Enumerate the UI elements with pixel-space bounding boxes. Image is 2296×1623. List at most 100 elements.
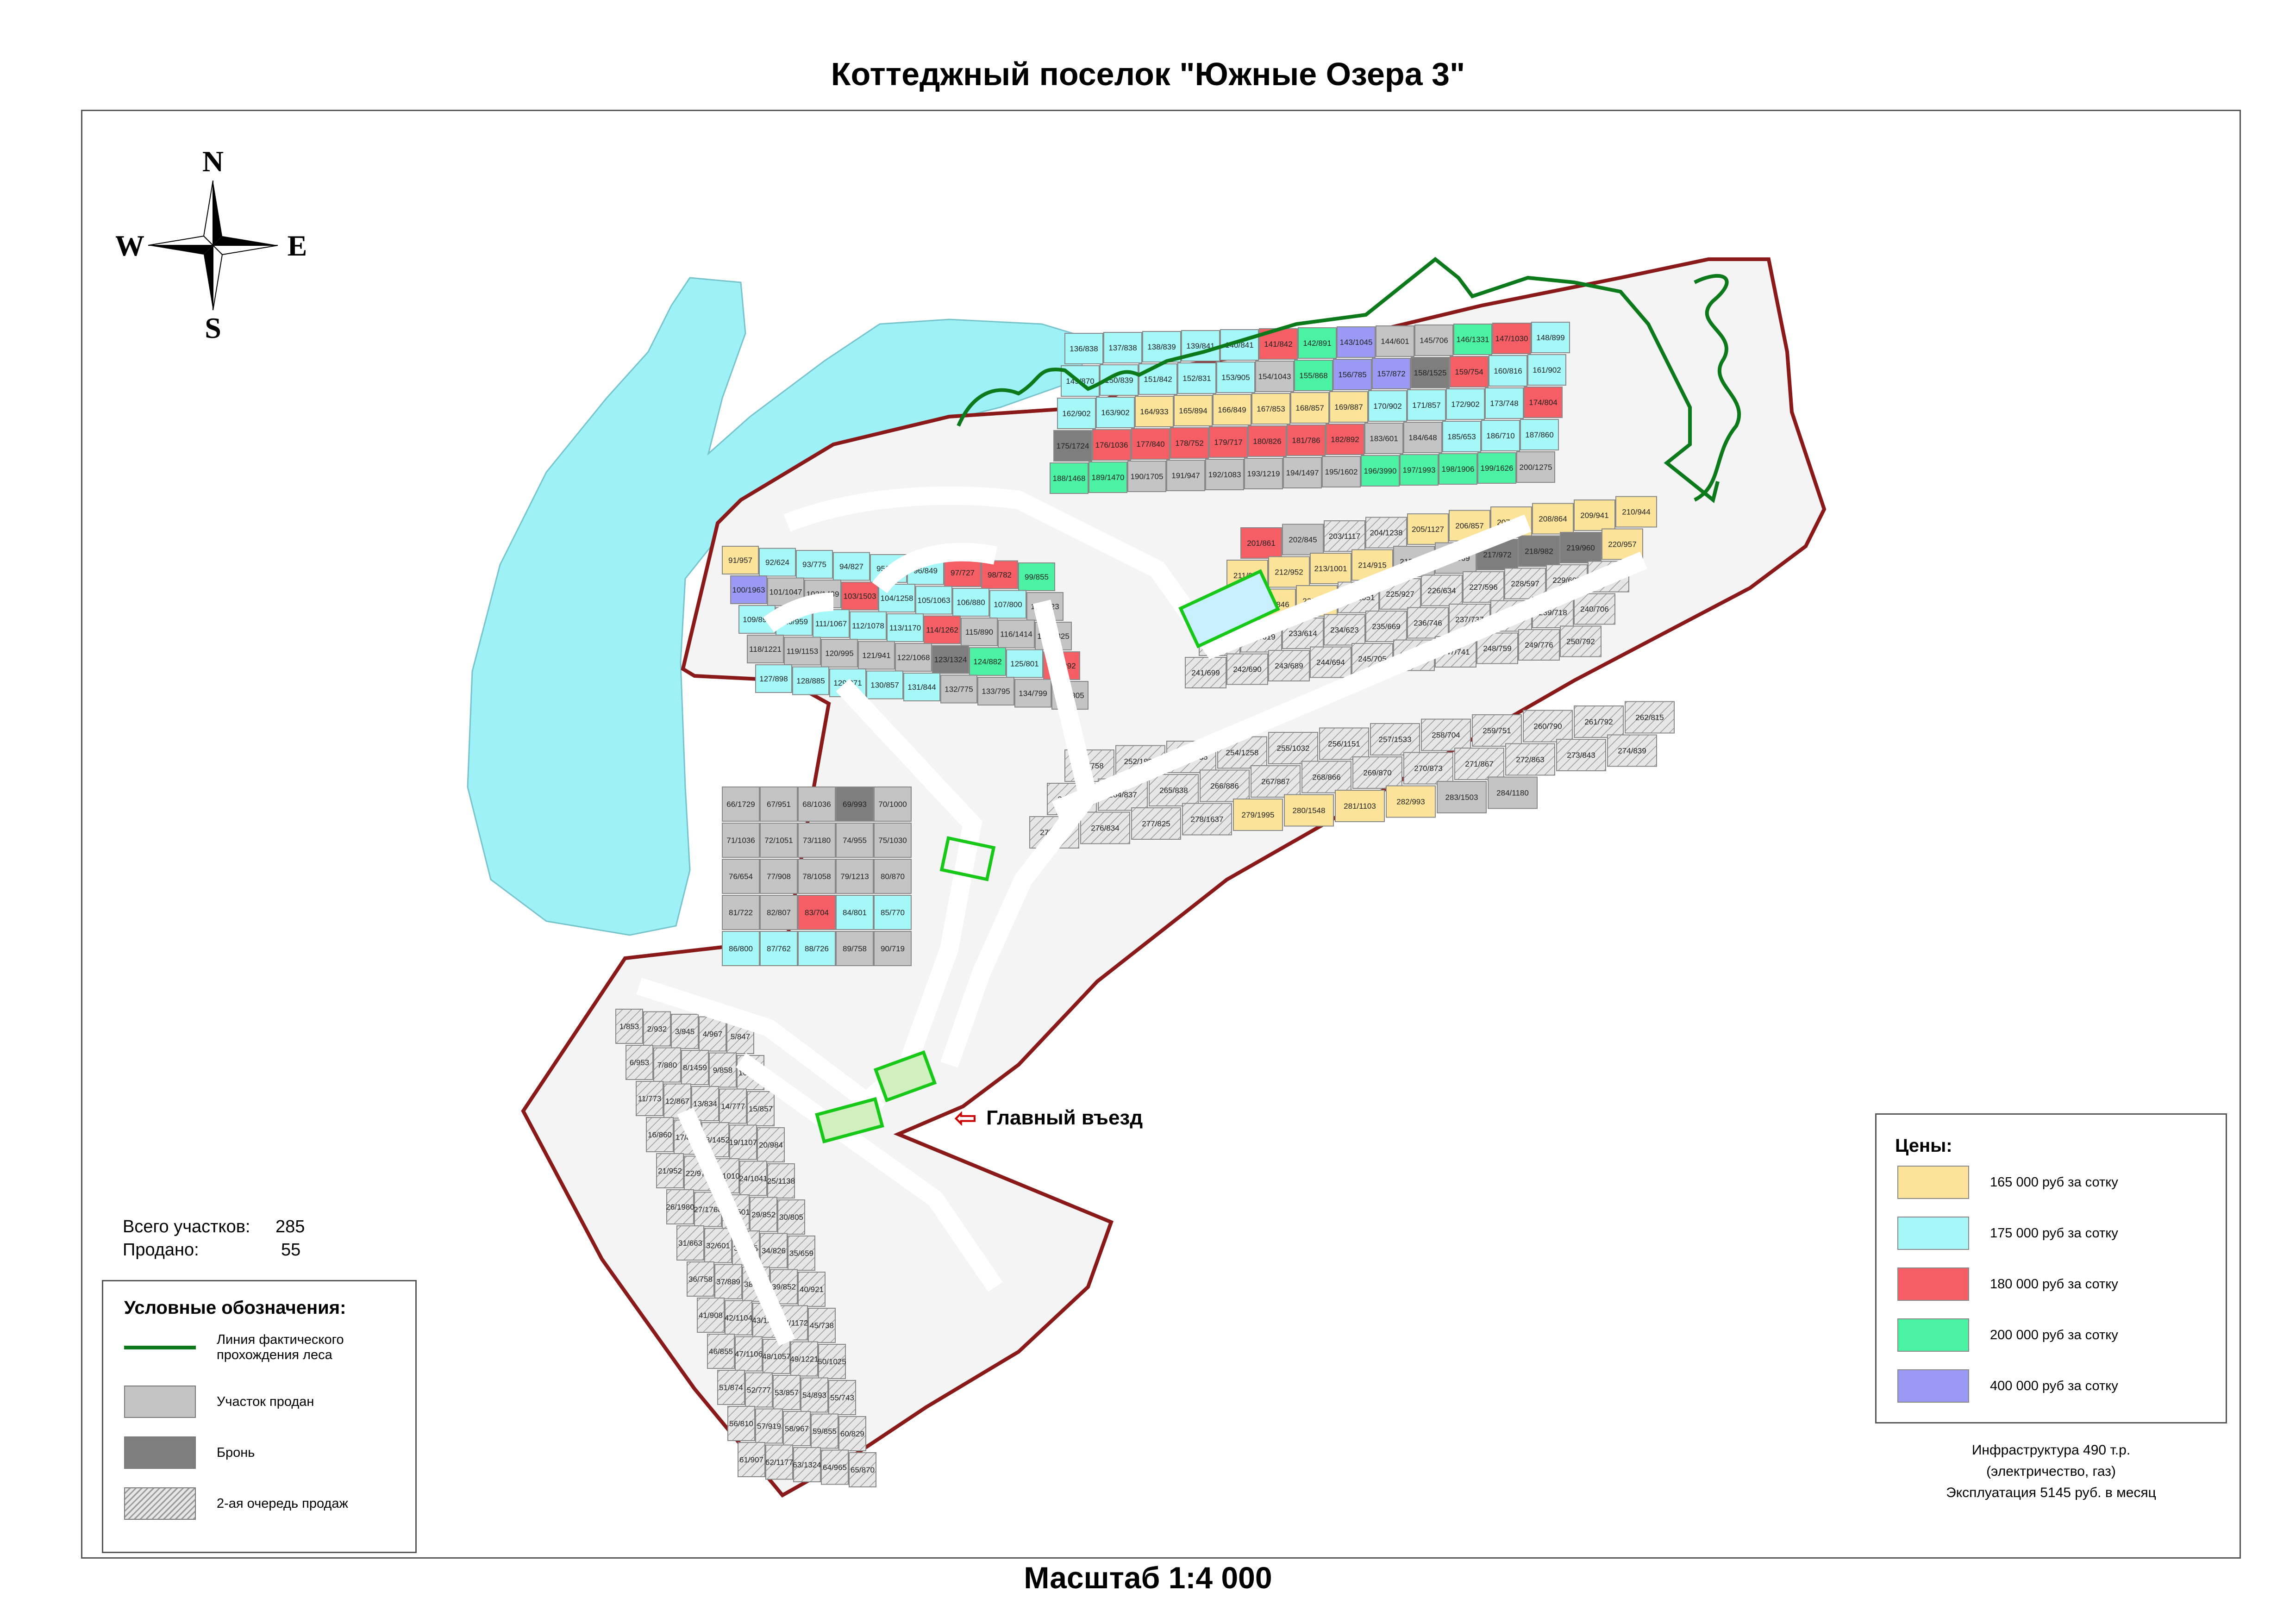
lot-19[interactable]: 19/1107 — [729, 1124, 757, 1160]
lot-shape[interactable] — [1268, 732, 1318, 764]
lot-254[interactable]: 254/1258 — [1217, 736, 1267, 769]
lot-120[interactable]: 120/995 — [821, 639, 858, 668]
lot-shape[interactable] — [833, 552, 870, 581]
lot-205[interactable]: 205/1127 — [1407, 513, 1449, 545]
lot-138[interactable]: 138/839 — [1142, 331, 1181, 362]
lot-shape[interactable] — [1421, 574, 1463, 606]
lot-78[interactable]: 78/1058 — [798, 859, 836, 894]
lot-shape[interactable] — [1226, 653, 1268, 685]
lot-shape[interactable] — [944, 558, 981, 587]
lot-152[interactable]: 152/831 — [1177, 362, 1216, 394]
lot-shape[interactable] — [1290, 392, 1329, 424]
lot-shape[interactable] — [1453, 324, 1492, 355]
lot-249[interactable]: 249/776 — [1518, 629, 1560, 661]
lot-187[interactable]: 187/860 — [1520, 419, 1559, 450]
lot-shape[interactable] — [722, 931, 760, 966]
lot-shape[interactable] — [903, 673, 940, 701]
lot-262[interactable]: 262/815 — [1625, 701, 1675, 734]
lot-198[interactable]: 198/1906 — [1439, 453, 1477, 485]
lot-51[interactable]: 51/874 — [717, 1370, 745, 1405]
lot-shape[interactable] — [714, 1264, 742, 1299]
lot-shape[interactable] — [656, 1153, 684, 1188]
lot-shape[interactable] — [1089, 462, 1127, 493]
lot-shape[interactable] — [747, 1091, 775, 1126]
lot-shape[interactable] — [722, 859, 760, 894]
lot-65[interactable]: 65/870 — [849, 1452, 876, 1487]
lot-228[interactable]: 228/597 — [1504, 568, 1546, 599]
lot-shape[interactable] — [1322, 456, 1361, 487]
lot-shape[interactable] — [1294, 360, 1333, 391]
lot-21[interactable]: 21/952 — [656, 1153, 684, 1188]
lot-shape[interactable] — [1531, 322, 1570, 353]
lot-188[interactable]: 188/1468 — [1050, 462, 1089, 494]
lot-153[interactable]: 153/905 — [1216, 362, 1255, 393]
lot-97[interactable]: 97/727 — [944, 558, 981, 587]
lot-shape[interactable] — [808, 1308, 836, 1343]
lot-63[interactable]: 63/1324 — [793, 1447, 821, 1482]
lot-16[interactable]: 16/860 — [646, 1117, 674, 1152]
lot-shape[interactable] — [796, 550, 833, 579]
lot-shape[interactable] — [1437, 781, 1487, 813]
lot-shape[interactable] — [1053, 430, 1092, 462]
lot-128[interactable]: 128/885 — [792, 666, 829, 695]
lot-shape[interactable] — [841, 581, 878, 611]
lot-170[interactable]: 170/902 — [1368, 390, 1407, 422]
lot-162[interactable]: 162/902 — [1057, 398, 1096, 429]
lot-209[interactable]: 209/941 — [1574, 499, 1615, 531]
lot-shape[interactable] — [1324, 520, 1365, 552]
lot-283[interactable]: 283/1503 — [1437, 781, 1487, 813]
lot-161[interactable]: 161/902 — [1527, 354, 1566, 386]
lot-shape[interactable] — [793, 1447, 821, 1482]
lot-244[interactable]: 244/694 — [1310, 646, 1351, 678]
lot-186[interactable]: 186/710 — [1481, 420, 1520, 451]
lot-175[interactable]: 175/1724 — [1053, 430, 1092, 462]
lot-61[interactable]: 61/907 — [738, 1442, 765, 1477]
lot-83[interactable]: 83/704 — [798, 895, 836, 930]
lot-64[interactable]: 64/965 — [821, 1449, 849, 1485]
lot-172[interactable]: 172/902 — [1446, 388, 1485, 420]
lot-shape[interactable] — [1333, 359, 1372, 390]
lot-147[interactable]: 147/1030 — [1492, 323, 1531, 354]
lot-192[interactable]: 192/1083 — [1205, 459, 1244, 490]
lot-142[interactable]: 142/891 — [1298, 327, 1337, 359]
lot-shape[interactable] — [1080, 812, 1130, 844]
lot-shape[interactable] — [1481, 420, 1520, 451]
lot-100[interactable]: 100/1963 — [730, 575, 767, 604]
lot-shape[interactable] — [1268, 650, 1310, 681]
lot-shape[interactable] — [1489, 355, 1527, 387]
lot-85[interactable]: 85/770 — [874, 895, 912, 930]
lot-66[interactable]: 66/1729 — [722, 787, 760, 822]
lot-shape[interactable] — [739, 1161, 767, 1196]
lot-235[interactable]: 235/669 — [1365, 611, 1407, 642]
lot-shape[interactable] — [1505, 743, 1555, 776]
lot-shape[interactable] — [1492, 323, 1531, 354]
lot-155[interactable]: 155/868 — [1294, 360, 1333, 391]
lot-242[interactable]: 242/690 — [1226, 653, 1268, 685]
lot-73[interactable]: 73/1180 — [798, 823, 836, 858]
lot-208[interactable]: 208/864 — [1532, 503, 1574, 535]
lot-60[interactable]: 60/829 — [838, 1416, 866, 1451]
lot-190[interactable]: 190/1705 — [1127, 461, 1166, 492]
lot-240[interactable]: 240/706 — [1574, 593, 1615, 625]
lot-shape[interactable] — [646, 1117, 674, 1152]
lot-shape[interactable] — [1200, 769, 1250, 802]
lot-94[interactable]: 94/827 — [833, 552, 870, 581]
lot-shape[interactable] — [1472, 714, 1522, 747]
lot-258[interactable]: 258/704 — [1421, 718, 1471, 751]
lot-shape[interactable] — [1092, 429, 1131, 461]
lot-shape[interactable] — [1463, 571, 1504, 603]
lot-41[interactable]: 41/908 — [697, 1298, 725, 1333]
lot-shape[interactable] — [1454, 748, 1504, 780]
lot-shape[interactable] — [1370, 723, 1420, 755]
lot-122[interactable]: 122/1068 — [895, 643, 932, 672]
lot-111[interactable]: 111/1067 — [813, 609, 850, 638]
lot-91[interactable]: 91/957 — [722, 546, 759, 574]
lot-shape[interactable] — [1064, 333, 1103, 364]
lot-45[interactable]: 45/738 — [808, 1308, 836, 1343]
lot-shape[interactable] — [1310, 553, 1351, 584]
lot-shape[interactable] — [874, 931, 912, 966]
lot-shape[interactable] — [1421, 718, 1471, 751]
lot-210[interactable]: 210/944 — [1615, 496, 1657, 528]
lot-257[interactable]: 257/1533 — [1370, 723, 1420, 755]
lot-shape[interactable] — [874, 859, 912, 894]
